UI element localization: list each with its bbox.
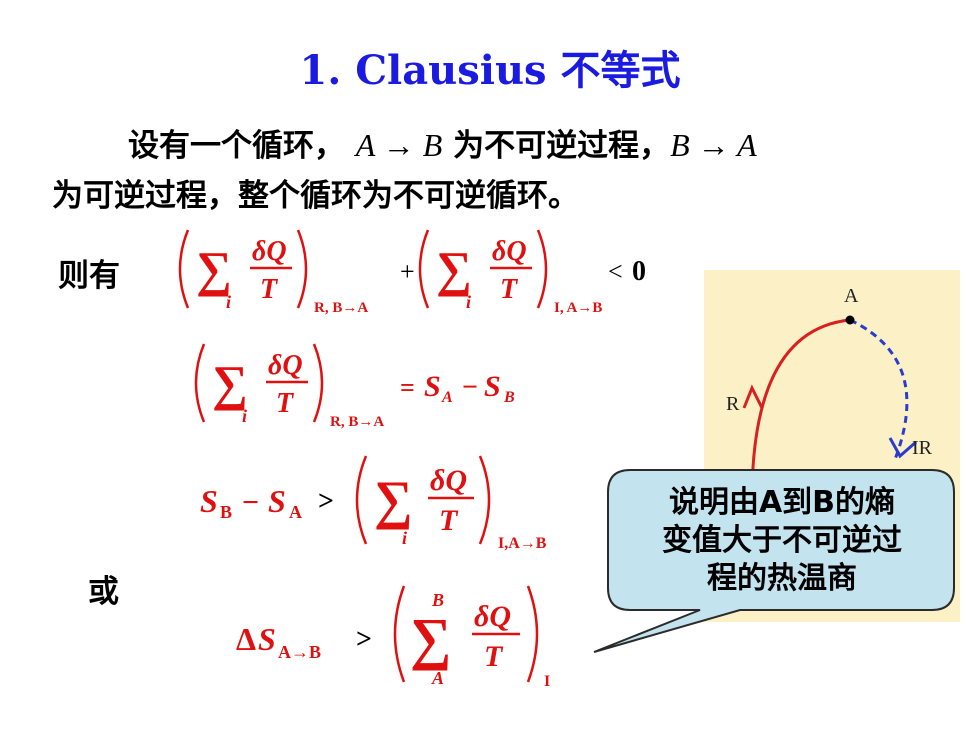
sum-upper-limit: B [431,590,444,610]
intro-line-1: 设有一个循环， A → B 为不可逆过程，B → A [128,120,757,165]
state-point-a [845,315,855,325]
entropy-sub-b-2: B [220,502,232,522]
denominator-4: T [439,504,459,537]
intro-line-2: 为可逆过程，整个循环为不可逆循环。 [52,178,579,214]
entropy-sub-a: A [441,389,453,406]
entropy-s-5: S [258,621,276,657]
minus-sign-1: − [462,372,478,403]
irreversible-path [849,318,909,463]
callout-line-3: 程的热温商 [707,561,857,596]
denominator-5: T [484,640,504,673]
numerator-3: δQ [268,350,303,381]
callout-text: 说明由A到B的熵 变值大于不可逆过 程的热温商 [612,484,952,598]
denominator-1: T [260,274,279,305]
intro-math-a-to-b: A → B [355,127,443,163]
sum-index-1: i [226,292,231,312]
sum-symbol-4: ∑ [374,470,413,530]
subscript-irreversible-3: I [544,673,550,690]
zero-value: 0 [632,256,646,287]
numerator-2: δQ [492,236,527,267]
then-label: 则有 [58,258,120,294]
greater-than-sign-2: > [356,624,372,655]
entropy-s-3: S [200,483,218,519]
numerator-1: δQ [252,236,287,267]
subscript-irreversible-2: I,A→B [498,535,547,552]
entropy-s-1: S [424,370,441,403]
intro-text-2: 为不可逆过程， [453,128,671,164]
reversible-label: R [726,393,740,415]
formula-1: ∑ i δQ T R, B→A ∑ i δQ T I, A→B + < 0 [178,229,646,316]
delta-symbol: Δ [236,621,256,657]
entropy-s-4: S [268,483,286,519]
callout-bubble [593,469,955,653]
irreversible-label: IR [912,437,933,459]
irreversible-arrow [888,437,917,459]
formula-3: S B − S A > ∑ i δQ T I,A→B [200,455,547,552]
less-than-sign: < [608,257,623,286]
sum-symbol-2: ∑ [436,241,472,297]
cycle-diagram-drawing: A R IR [726,285,933,501]
sum-symbol-5: ∑ [410,606,451,671]
denominator-2: T [500,274,519,305]
subscript-irreversible-1: I, A→B [554,300,602,316]
reversible-arrow [742,384,764,409]
sum-index-2: i [466,292,471,312]
minus-sign-2: − [242,486,259,519]
formula-4: Δ S A→B > B ∑ A δQ T I [236,585,550,690]
sum-symbol-3: ∑ [212,355,248,411]
reversible-path [750,318,851,501]
numerator-5: δQ [474,600,511,633]
numerator-4: δQ [430,464,467,497]
entropy-s-2: S [484,370,501,403]
callout-line-2: 变值大于不可逆过 [662,523,902,558]
equals-sign: = [400,373,415,402]
entropy-sub-b: B [503,389,515,406]
entropy-sub-a-2: A [289,502,302,522]
subscript-reversible-2: R, B→A [330,414,384,430]
denominator-3: T [276,388,295,419]
formula-2: ∑ i δQ T R, B→A = S A − S B [194,343,515,430]
callout-line-1: 说明由A到B的熵 [668,485,896,520]
sum-index-3: i [242,406,247,426]
entropy-sub-a-to-b: A→B [278,642,321,662]
sum-index-4: i [402,528,407,548]
plus-sign: + [400,257,415,286]
sum-symbol-1: ∑ [196,241,232,297]
intro-math-b-to-a: B → A [670,127,757,163]
sum-lower-limit: A [431,668,444,688]
subscript-reversible-1: R, B→A [314,300,368,316]
or-label: 或 [88,574,119,610]
point-a-label: A [844,285,859,307]
intro-text-1: 设有一个循环， [128,128,345,164]
greater-than-sign-1: > [318,486,334,517]
page-title: 1. Clausius 不等式 [299,47,681,94]
